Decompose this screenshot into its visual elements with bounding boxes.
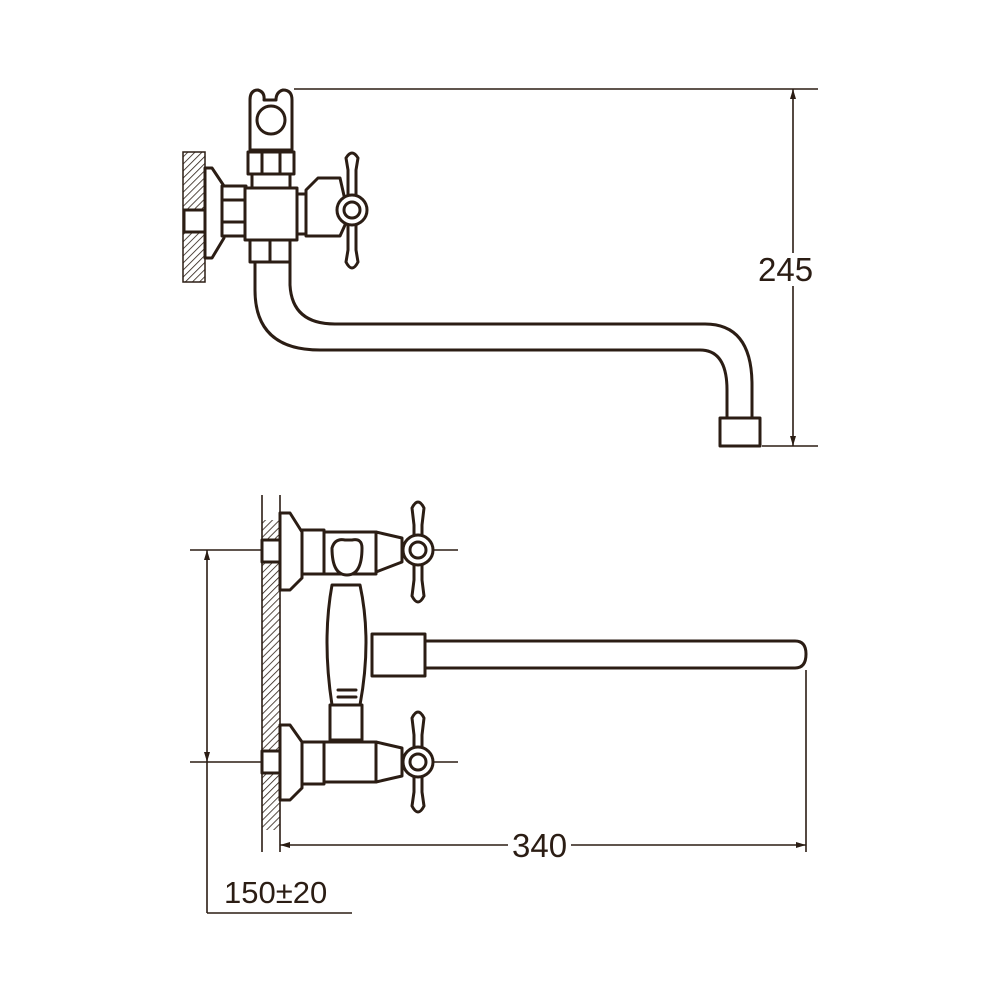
shower-holder-top <box>330 538 364 577</box>
shower-holder-ring <box>255 104 287 136</box>
upper-nut <box>246 150 296 176</box>
spout-nozzle <box>718 416 762 448</box>
flange-upper <box>278 511 304 592</box>
top-view <box>190 495 808 914</box>
flange <box>203 166 226 260</box>
shower-holder <box>248 88 294 152</box>
dim-label-height: 245 <box>754 253 818 286</box>
valve-body <box>243 186 299 242</box>
hex-nut <box>220 184 248 238</box>
dim-label-length: 340 <box>508 829 572 862</box>
spout-collar <box>370 632 427 678</box>
central-body <box>325 583 368 707</box>
side-view <box>182 88 818 448</box>
spout-pipe-inner <box>288 260 754 420</box>
spout-bar <box>423 639 808 670</box>
dim-label-center-distance: 150±20 <box>224 875 328 910</box>
wall-hatch-bottom <box>262 520 280 830</box>
spout-pipe <box>253 260 729 420</box>
flange-lower <box>278 723 304 802</box>
wall-inlet <box>182 208 207 234</box>
